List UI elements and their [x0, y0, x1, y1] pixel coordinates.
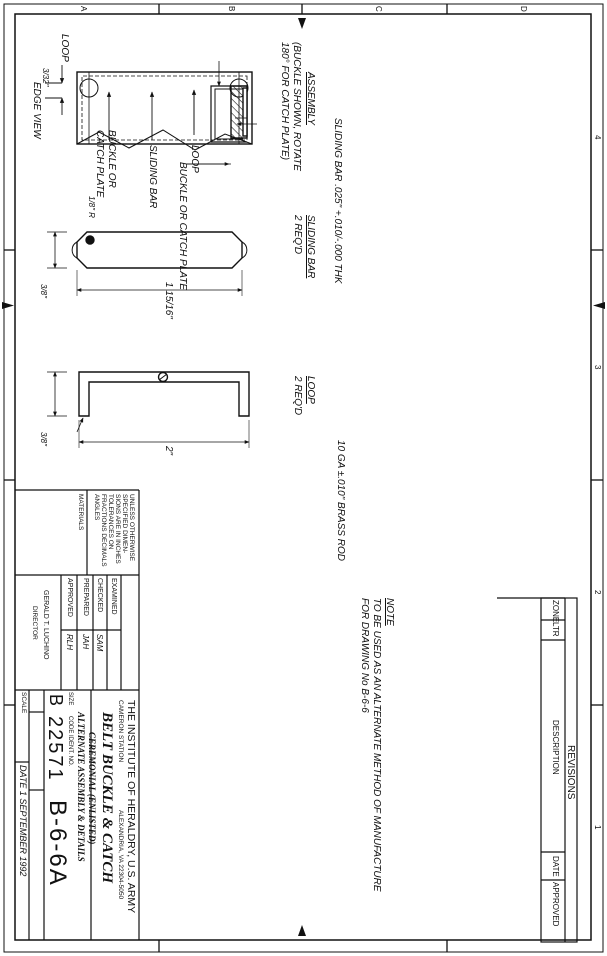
- sliding-bar-length: 1 15/16": [163, 282, 174, 319]
- revisions-col-ltr: LTR: [551, 622, 560, 637]
- loop-title: LOOP: [305, 376, 316, 404]
- drawing-number: B-6-6A: [44, 800, 71, 887]
- revisions-title: REVISIONS: [565, 745, 576, 800]
- assembly-title: ASSEMBLY: [305, 72, 316, 125]
- zone-label: 2: [593, 590, 602, 595]
- size-value: B: [46, 694, 66, 707]
- tolerance-line: UNLESS OTHERWISE: [128, 494, 135, 562]
- edge-view-label-bar: SLIDING BAR .025" +.010/-.000 THK: [332, 118, 343, 284]
- zone-label: A: [79, 6, 88, 12]
- director-name: GERALD T. LUCHINO: [42, 590, 49, 660]
- drawing-title-1: BELT BUCKLE & CATCH: [99, 712, 115, 884]
- assembly-label-loop: LOOP: [189, 145, 200, 173]
- tolerance-line: ANGLES: [93, 494, 100, 521]
- tolerance-line: SIONS ARE IN INCHES: [114, 494, 121, 564]
- edge-view-label-plate: BUCKLE OR CATCH PLATE: [177, 162, 188, 290]
- scale-label: SCALE: [20, 692, 27, 714]
- size-label: SIZE: [67, 692, 73, 706]
- zone-label: 1: [593, 825, 602, 830]
- org-address-1: CAMERON STATION: [117, 700, 124, 763]
- zone-label: D: [519, 6, 528, 12]
- zone-label: 4: [593, 135, 602, 140]
- sliding-bar-height: 3/8": [39, 284, 48, 298]
- note-heading: NOTE: [384, 598, 395, 626]
- assembly-label-plate: BUCKLE OR CATCH PLATE: [94, 130, 117, 198]
- drawing-title-2: CEREMONIAL (ENLISTED): [87, 732, 97, 845]
- revisions-col-zone: ZONE: [551, 600, 560, 623]
- sign-role-checked: CHECKED: [96, 578, 103, 613]
- note-line-1: TO BE USED AS AN ALTERNATE METHOD OF MAN…: [371, 598, 382, 892]
- sign-initials-approved: RLH: [65, 634, 74, 651]
- sign-initials-prepared: JAH: [81, 634, 90, 650]
- loop-material: 10 GA ±.010" BRASS ROD: [335, 440, 346, 561]
- sliding-bar-radius: 1/8" R: [87, 196, 96, 218]
- tolerance-notes: UNLESS OTHERWISE SPECIFIED DIMEN- SIONS …: [93, 494, 135, 567]
- tolerance-line: FRACTIONS DECIMALS: [100, 494, 107, 567]
- materials-label: MATERIALS: [77, 494, 84, 531]
- edge-view-title: EDGE VIEW: [31, 82, 42, 139]
- code-ident-value: 22571: [44, 716, 66, 782]
- drawing-date: DATE 1 SEPTEMBER 1992: [18, 765, 28, 877]
- sign-initials-checked: SAM: [95, 634, 104, 652]
- loop-qty: 2 REQ'D: [292, 376, 303, 416]
- revisions-col-date: DATE: [551, 856, 560, 877]
- revisions-col-description: DESCRIPTION: [551, 720, 560, 775]
- loop-length: 2": [163, 446, 174, 456]
- sign-role-approved: APPROVED: [66, 578, 73, 617]
- org-address-2: ALEXANDRIA, VA 22304-5050: [117, 810, 124, 900]
- drawing-title-3: ALTERNATE ASSEMBLY & DETAILS: [76, 712, 86, 862]
- note-line-2: FOR DRAWING No B-6-6: [359, 598, 370, 713]
- director-title: DIRECTOR: [31, 606, 38, 640]
- code-ident-label: CODE IDENT. NO.: [67, 716, 73, 767]
- sliding-bar-title: SLIDING BAR: [305, 215, 316, 279]
- tolerance-line: SPECIFIED DIMEN-: [121, 494, 128, 554]
- assembly-dim-height: 3/32": [41, 68, 50, 87]
- assembly-note: (BUCKLE SHOWN, ROTATE 180° FOR CATCH PLA…: [279, 42, 302, 172]
- sign-role-prepared: PREPARED: [82, 578, 89, 616]
- zone-label: 3: [593, 365, 602, 370]
- sign-role-examined: EXAMINED: [110, 578, 117, 615]
- tolerance-line: TOLERANCES ON: [107, 494, 114, 550]
- edge-view-label-loop: LOOP: [59, 34, 70, 62]
- zone-label: C: [374, 6, 383, 12]
- zone-label: B: [227, 6, 236, 12]
- loop-height: 3/8": [39, 432, 48, 446]
- revisions-col-approved: APPROVED: [551, 882, 560, 927]
- org-name: THE INSTITUTE OF HERALDRY, U.S. ARMY: [125, 700, 137, 914]
- sliding-bar-qty: 2 REQ'D: [292, 215, 303, 255]
- assembly-label-bar: SLIDING BAR: [147, 145, 158, 209]
